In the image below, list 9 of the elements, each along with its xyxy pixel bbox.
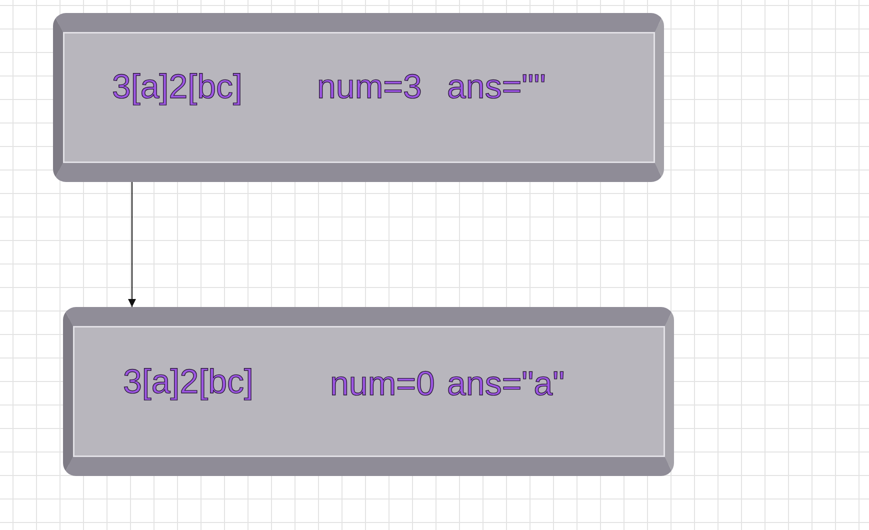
bevel-box: [53, 13, 664, 182]
expression-text: 3[a]2[bc]: [112, 70, 242, 104]
bevel-box: [63, 307, 674, 476]
ans-value-text: ans="a": [447, 367, 565, 401]
expression-text: 3[a]2[bc]: [123, 365, 254, 399]
arrow: [128, 182, 136, 308]
num-value-text: num=3: [317, 70, 422, 104]
num-value-text: num=0: [330, 367, 435, 401]
ans-value-text: ans="": [447, 70, 546, 104]
